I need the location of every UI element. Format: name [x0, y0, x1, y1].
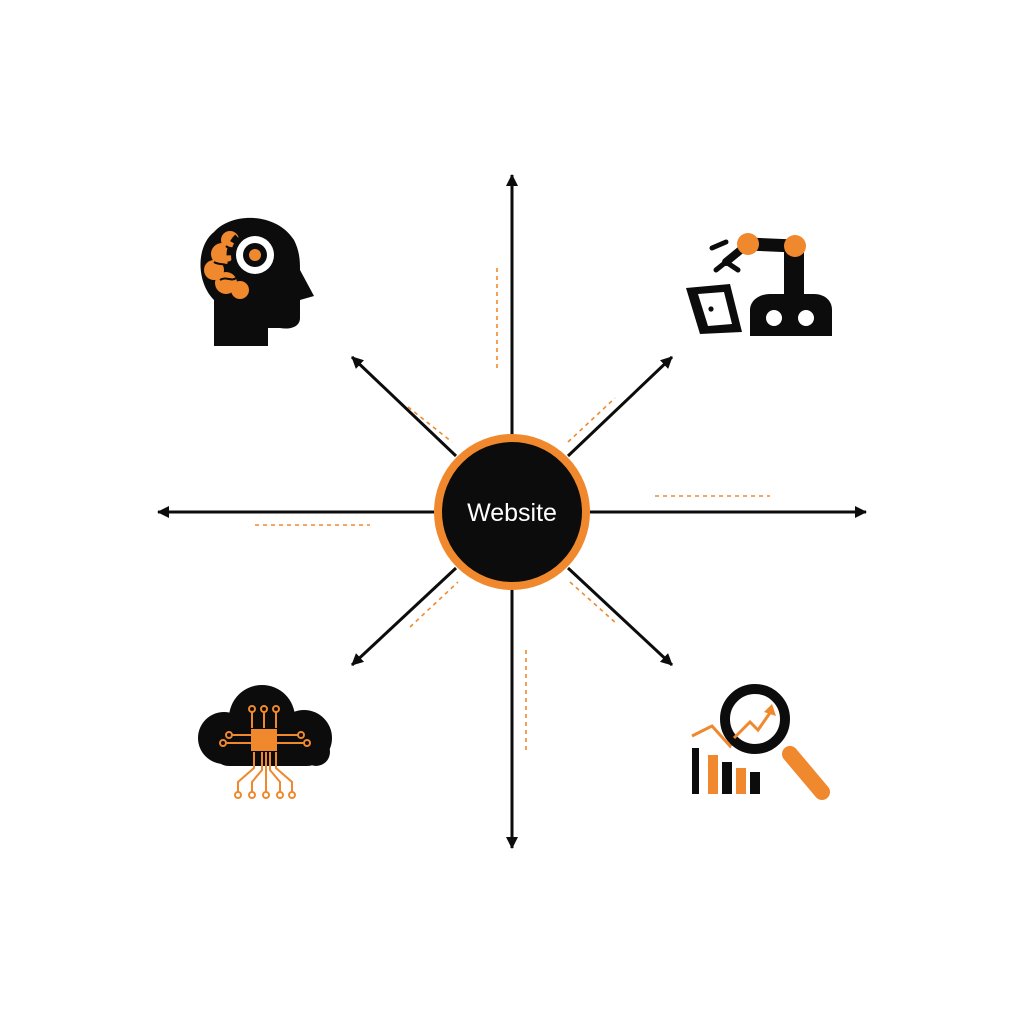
arrow-northwest — [350, 355, 458, 458]
arrow-southwest — [350, 566, 458, 667]
dashed-guides — [255, 268, 770, 752]
guide-northwest — [407, 406, 453, 443]
guide-southwest — [409, 581, 459, 628]
arrow-southeast — [566, 566, 674, 667]
guide-southeast — [569, 581, 618, 625]
ai-brain-head-icon — [200, 217, 314, 346]
center-node: Website — [434, 434, 590, 590]
analytics-magnifier-icon — [691, 684, 830, 800]
robotic-arm-icon — [686, 233, 832, 336]
arrow-northeast — [566, 355, 674, 458]
center-node-ring — [434, 434, 590, 590]
center-node-label: Website — [467, 499, 557, 527]
cloud-circuit-icon — [198, 685, 332, 799]
arrows — [157, 174, 867, 849]
guide-northeast — [567, 397, 616, 443]
